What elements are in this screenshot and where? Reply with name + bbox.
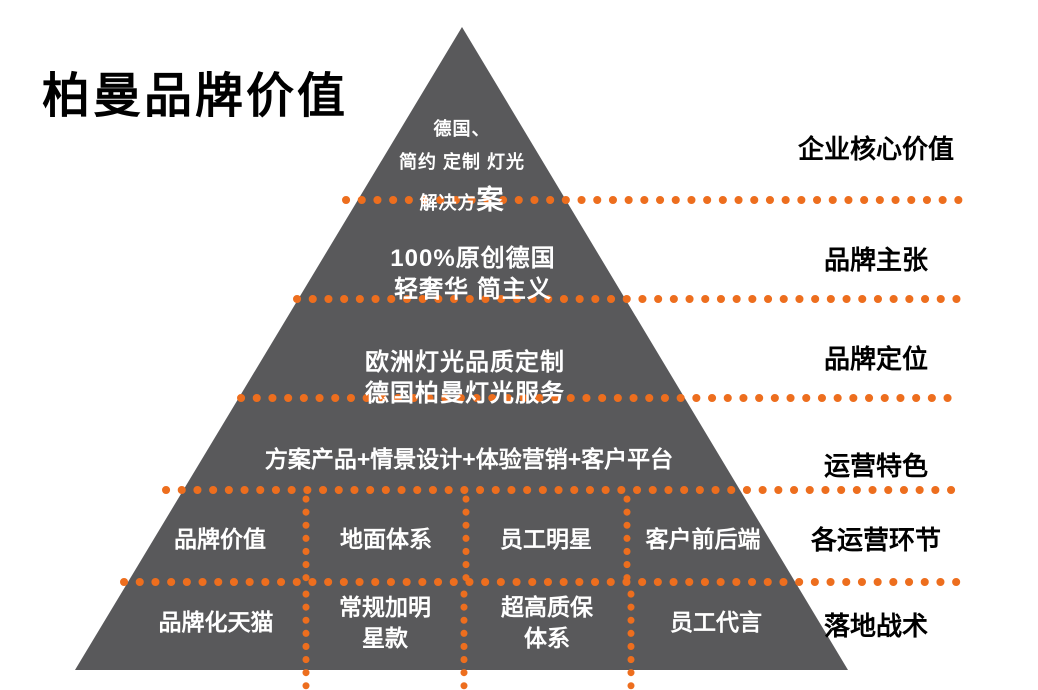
right-label-brand-proposition: 品牌主张 [823, 245, 928, 275]
pyramid-level-5-cell-3: 员工明星 [500, 526, 592, 552]
pyramid-level-6-cell-1: 品牌化天猫 [158, 609, 274, 635]
right-label-brand-positioning: 品牌定位 [823, 344, 928, 374]
pyramid-level-1-line-3: 解决方案 [420, 178, 505, 217]
pyramid-level-3-line-1: 欧洲灯光品质定制 [365, 349, 565, 376]
pyramid-level-2-line-2: 轻奢华 简主义 [394, 276, 552, 303]
pyramid-level-5-cell-2: 地面体系 [340, 526, 432, 552]
pyramid-level-1-line-2: 简约 定制 灯光 [398, 152, 526, 172]
pyramid-level-5-cell-4: 客户前后端 [645, 526, 761, 552]
pyramid-level-6-cell-2: 常规加明星款 [339, 594, 431, 651]
pyramid-level-4-line-1: 方案产品+情景设计+体验营销+客户平台 [264, 446, 674, 472]
right-label-operation-features: 运营特色 [823, 451, 928, 481]
page-title: 柏曼品牌价值 [42, 70, 349, 123]
pyramid-level-6-cell-4: 员工代言 [670, 609, 762, 635]
pyramid-level-1-line-3-emphasis: 案 [476, 185, 505, 215]
right-label-landing-tactics: 落地战术 [823, 611, 928, 641]
pyramid-level-1-line-3-text: 解决方 [419, 193, 477, 213]
right-label-core-value: 企业核心价值 [797, 134, 954, 164]
pyramid-level-3-line-2: 德国柏曼灯光服务 [365, 380, 565, 407]
pyramid-level-1-line-1: 德国、 [433, 119, 491, 139]
pyramid-level-6-cell-3: 超高质保体系 [501, 594, 593, 651]
pyramid-shape [75, 27, 848, 670]
right-label-operation-links: 各运营环节 [810, 525, 941, 555]
pyramid-level-2-line-1: 100%原创德国 [390, 245, 556, 272]
pyramid-level-5-cell-1: 品牌价值 [174, 526, 266, 552]
